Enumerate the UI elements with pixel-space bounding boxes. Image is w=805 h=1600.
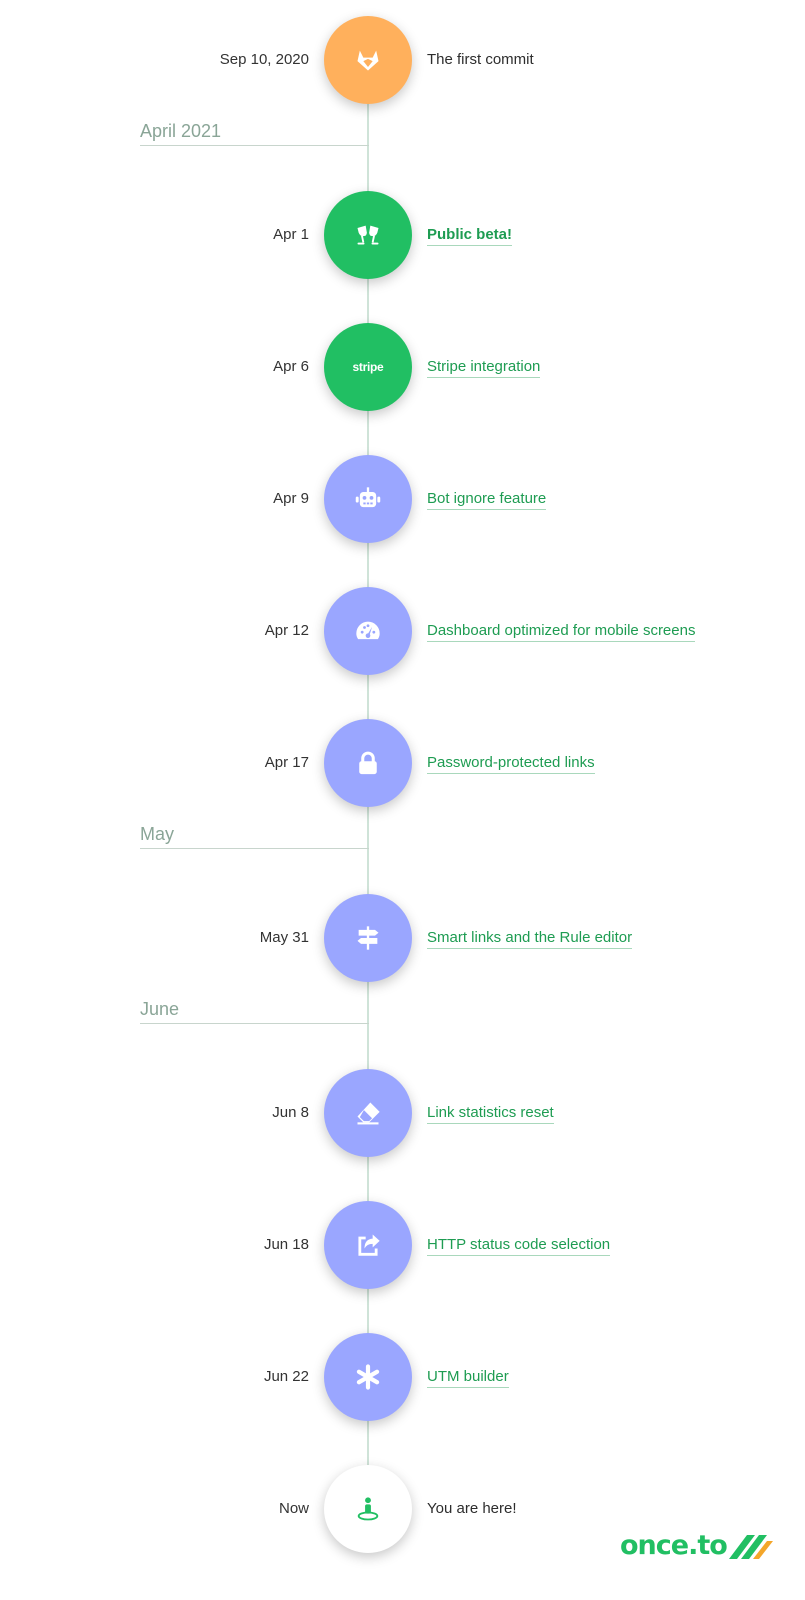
event-link[interactable]: Bot ignore feature bbox=[427, 489, 547, 510]
gitlab-fox-icon bbox=[324, 16, 412, 104]
event-date: Apr 17 bbox=[264, 754, 309, 771]
event-date: Apr 9 bbox=[273, 490, 309, 507]
brand-name: once.to bbox=[620, 1530, 728, 1561]
event-date: Apr 6 bbox=[273, 358, 309, 375]
speedometer-icon bbox=[324, 587, 412, 675]
month-label: June bbox=[140, 999, 180, 1019]
stripe-logo-icon: stripe bbox=[324, 323, 412, 411]
event-link[interactable]: Link statistics reset bbox=[427, 1103, 554, 1124]
month-divider bbox=[140, 848, 369, 849]
event-date: May 31 bbox=[259, 929, 309, 946]
eraser-icon bbox=[324, 1069, 412, 1157]
event-date: Jun 8 bbox=[272, 1104, 309, 1121]
month-divider bbox=[140, 1023, 369, 1024]
event-link[interactable]: Smart links and the Rule editor bbox=[427, 928, 633, 949]
robot-icon bbox=[324, 455, 412, 543]
brand-stripes-icon bbox=[728, 1534, 773, 1559]
event-link[interactable]: Public beta! bbox=[427, 225, 513, 246]
event-date: Jun 22 bbox=[263, 1368, 309, 1385]
month-header: June bbox=[140, 996, 369, 1024]
asterisk-icon bbox=[324, 1333, 412, 1421]
event-description: The first commit bbox=[427, 51, 534, 68]
brand-logo[interactable]: once.to bbox=[620, 1530, 775, 1561]
event-description: You are here! bbox=[427, 1500, 517, 1517]
month-divider bbox=[140, 145, 369, 146]
event-link[interactable]: Password-protected links bbox=[427, 753, 595, 774]
person-pin-icon bbox=[324, 1465, 412, 1553]
lock-icon bbox=[324, 719, 412, 807]
champagne-toast-icon bbox=[324, 191, 412, 279]
share-redirect-icon bbox=[324, 1201, 412, 1289]
event-date: Now bbox=[278, 1500, 309, 1517]
event-date: Apr 1 bbox=[273, 226, 309, 243]
month-header: May bbox=[140, 821, 369, 849]
stripe-logo-text: stripe bbox=[352, 360, 384, 374]
event-link[interactable]: Stripe integration bbox=[427, 357, 541, 378]
event-date: Sep 10, 2020 bbox=[219, 51, 309, 68]
event-date: Jun 18 bbox=[263, 1236, 309, 1253]
month-header: April 2021 bbox=[140, 118, 369, 146]
event-link[interactable]: HTTP status code selection bbox=[427, 1235, 611, 1256]
event-link[interactable]: UTM builder bbox=[427, 1367, 509, 1388]
event-link[interactable]: Dashboard optimized for mobile screens bbox=[427, 621, 696, 642]
event-date: Apr 12 bbox=[264, 622, 309, 639]
month-label: April 2021 bbox=[140, 121, 222, 141]
month-label: May bbox=[140, 824, 175, 844]
signpost-icon bbox=[324, 894, 412, 982]
